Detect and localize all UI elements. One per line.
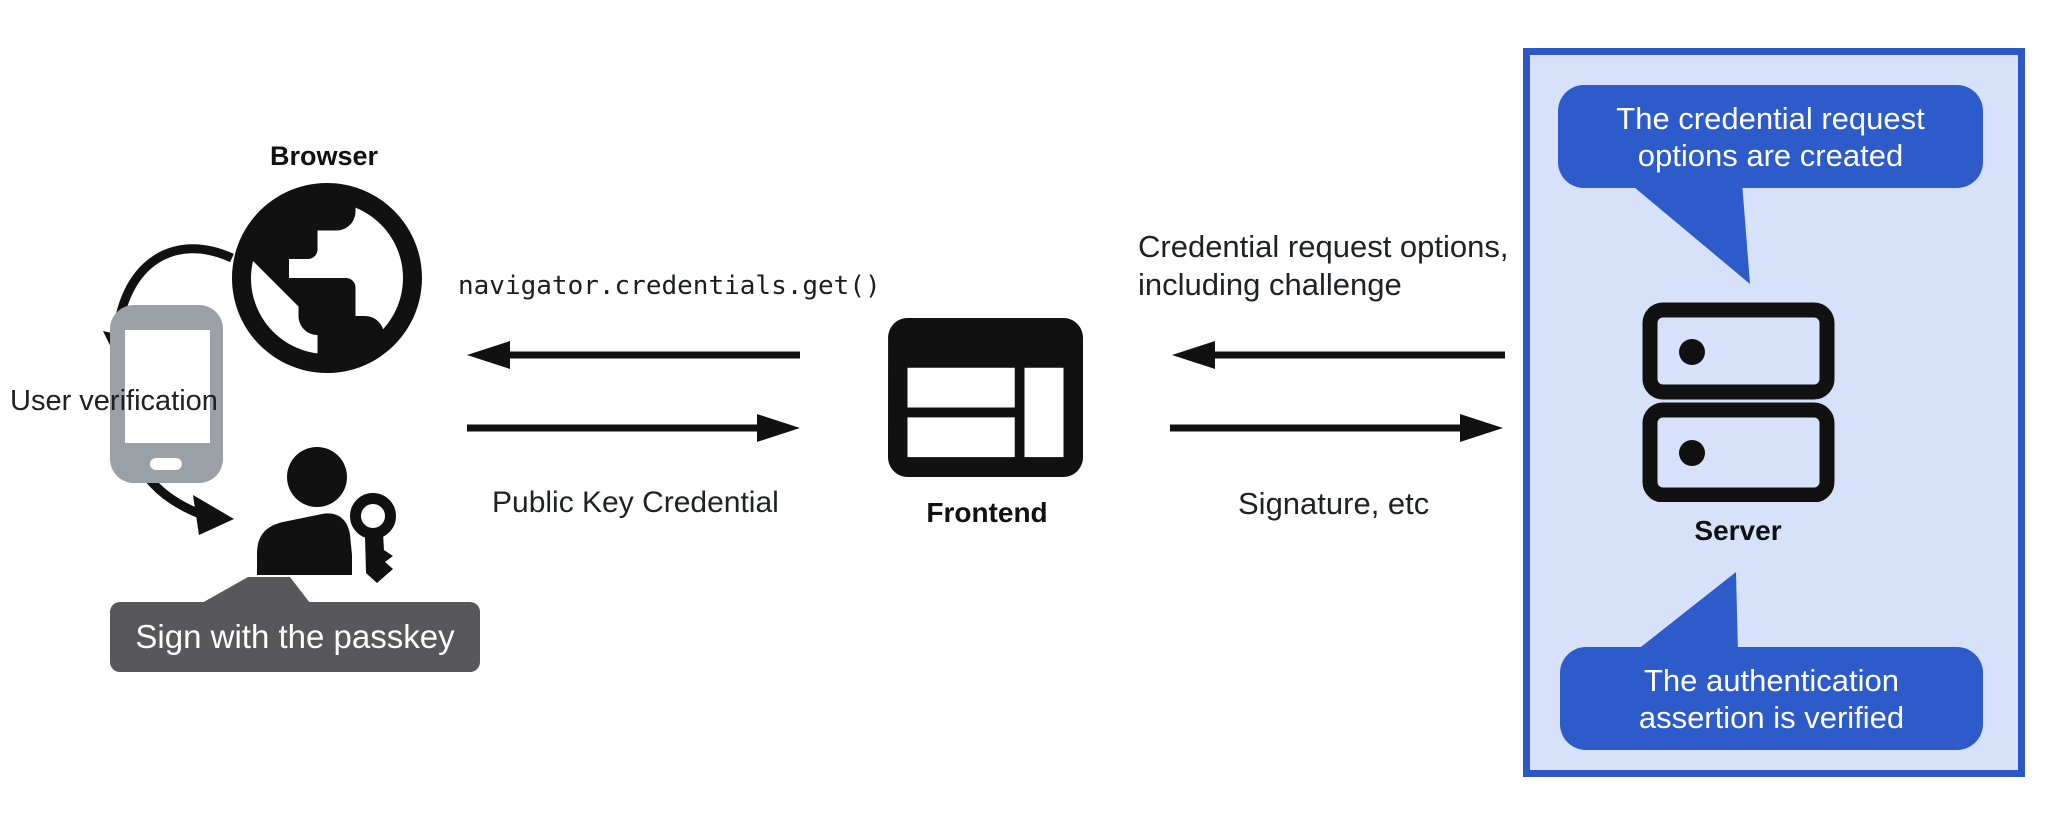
arrow-frontend-to-browser [467,341,800,369]
sign-with-passkey-tooltip: Sign with the passkey [110,602,480,672]
person-passkey-icon [257,447,396,583]
signature-label: Signature, etc [1238,486,1430,521]
user-verification-label: User verification [10,385,218,417]
bubble-top-line2: options are created [1637,137,1904,173]
credential-request-line1: Credential request options, [1138,229,1509,264]
server-label: Server [1694,515,1782,546]
bubble-assertion-verified: The authentication assertion is verified [1560,647,1983,750]
navigator-credentials-get-label: navigator.credentials.get() [458,271,881,301]
public-key-credential-label: Public Key Credential [492,486,779,519]
arrow-server-to-frontend [1172,341,1505,369]
bubble-credential-request-created: The credential request options are creat… [1558,85,1983,188]
tooltip-pointer [202,577,310,603]
credential-request-options-label: Credential request options, including ch… [1138,228,1509,304]
arrow-browser-to-frontend [467,414,800,442]
bubble-bottom-line2: assertion is verified [1638,699,1905,735]
frontend-label: Frontend [926,497,1048,528]
credential-request-line2: including challenge [1138,267,1402,302]
server-stack-icon [1642,302,1835,502]
bubble-bottom-line1: The authentication [1643,662,1900,698]
arrow-frontend-to-server [1170,414,1503,442]
globe-icon [232,183,422,373]
browser-label: Browser [269,141,379,171]
web-layout-icon [888,318,1083,477]
tooltip-text: Sign with the passkey [135,618,455,655]
bubble-top-line1: The credential request [1616,100,1925,136]
